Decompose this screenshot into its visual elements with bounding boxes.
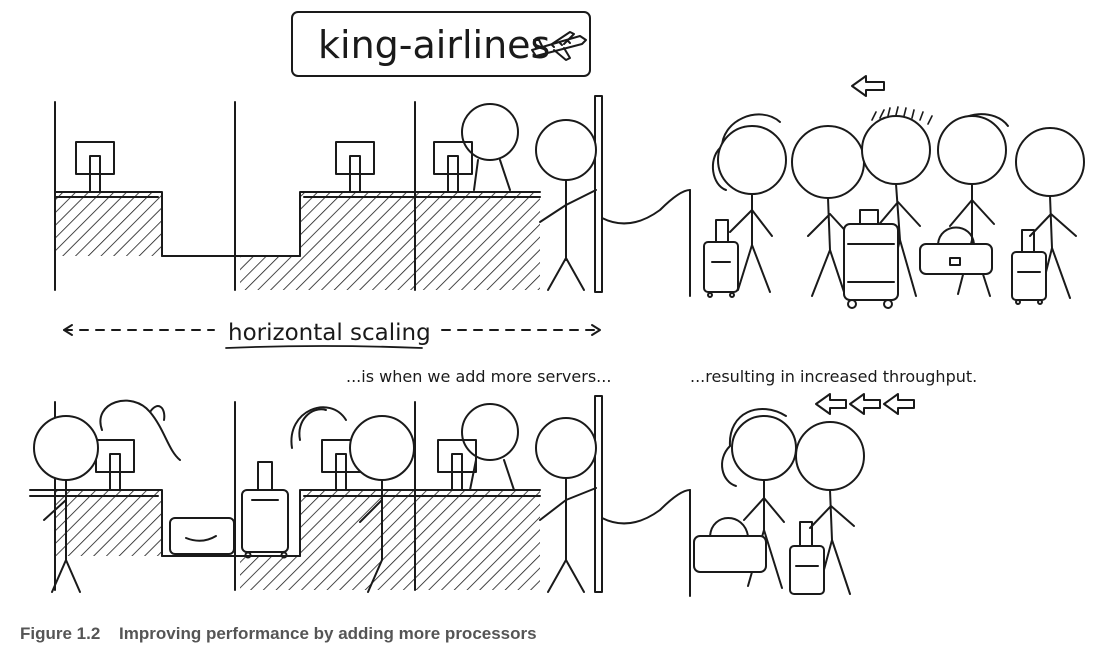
figure-number: Figure 1.2: [20, 624, 101, 643]
figure-caption: Figure 1.2 Improving performance by addi…: [20, 624, 537, 644]
monitor-icon: [433, 141, 473, 193]
customer: [33, 415, 99, 481]
desk-2: [240, 141, 416, 290]
desk-3: [414, 103, 541, 290]
desk-2: [240, 406, 416, 593]
left-arrow-icon: [849, 393, 881, 415]
scaling-label: horizontal scaling: [228, 320, 431, 346]
monitor-icon: [335, 141, 375, 193]
monitor-icon: [95, 439, 135, 491]
title-text: king-airlines: [318, 23, 550, 67]
suitcase-icon: [1011, 229, 1047, 305]
note-left: ...is when we add more servers...: [346, 367, 611, 386]
desk-3: [414, 403, 541, 590]
duffel-bag-icon: [693, 517, 767, 573]
top-checkin-row: [54, 75, 1085, 309]
airplane-icon: [531, 31, 587, 61]
duffel-bag-icon: [169, 517, 235, 555]
customer: [535, 119, 597, 291]
bottom-checkin-row: [29, 393, 915, 597]
agent-head: [461, 103, 519, 161]
monitor-icon: [437, 439, 477, 491]
monitor-icon: [75, 141, 115, 193]
customer: [535, 417, 597, 593]
suitcase-icon: [703, 219, 739, 298]
left-arrow-icon: [815, 393, 847, 415]
left-arrow-icon: [851, 75, 885, 97]
duffel-bag-icon: [919, 226, 993, 275]
scaling-arrow: [63, 324, 601, 349]
customer: [349, 415, 415, 481]
desk-1: [29, 399, 181, 593]
agent-head: [461, 403, 519, 461]
suitcase-icon: [789, 521, 825, 595]
figure-caption-text: Improving performance by adding more pro…: [119, 624, 537, 643]
suitcase-icon: [241, 461, 289, 559]
striped-suitcase-icon: [843, 209, 899, 309]
desk-1: [54, 141, 163, 257]
queue-group: [703, 106, 1085, 309]
title-sign: king-airlines: [291, 11, 591, 77]
note-right: ...resulting in increased throughput.: [690, 367, 977, 386]
queue-group: [693, 408, 865, 595]
left-arrow-icon: [883, 393, 915, 415]
